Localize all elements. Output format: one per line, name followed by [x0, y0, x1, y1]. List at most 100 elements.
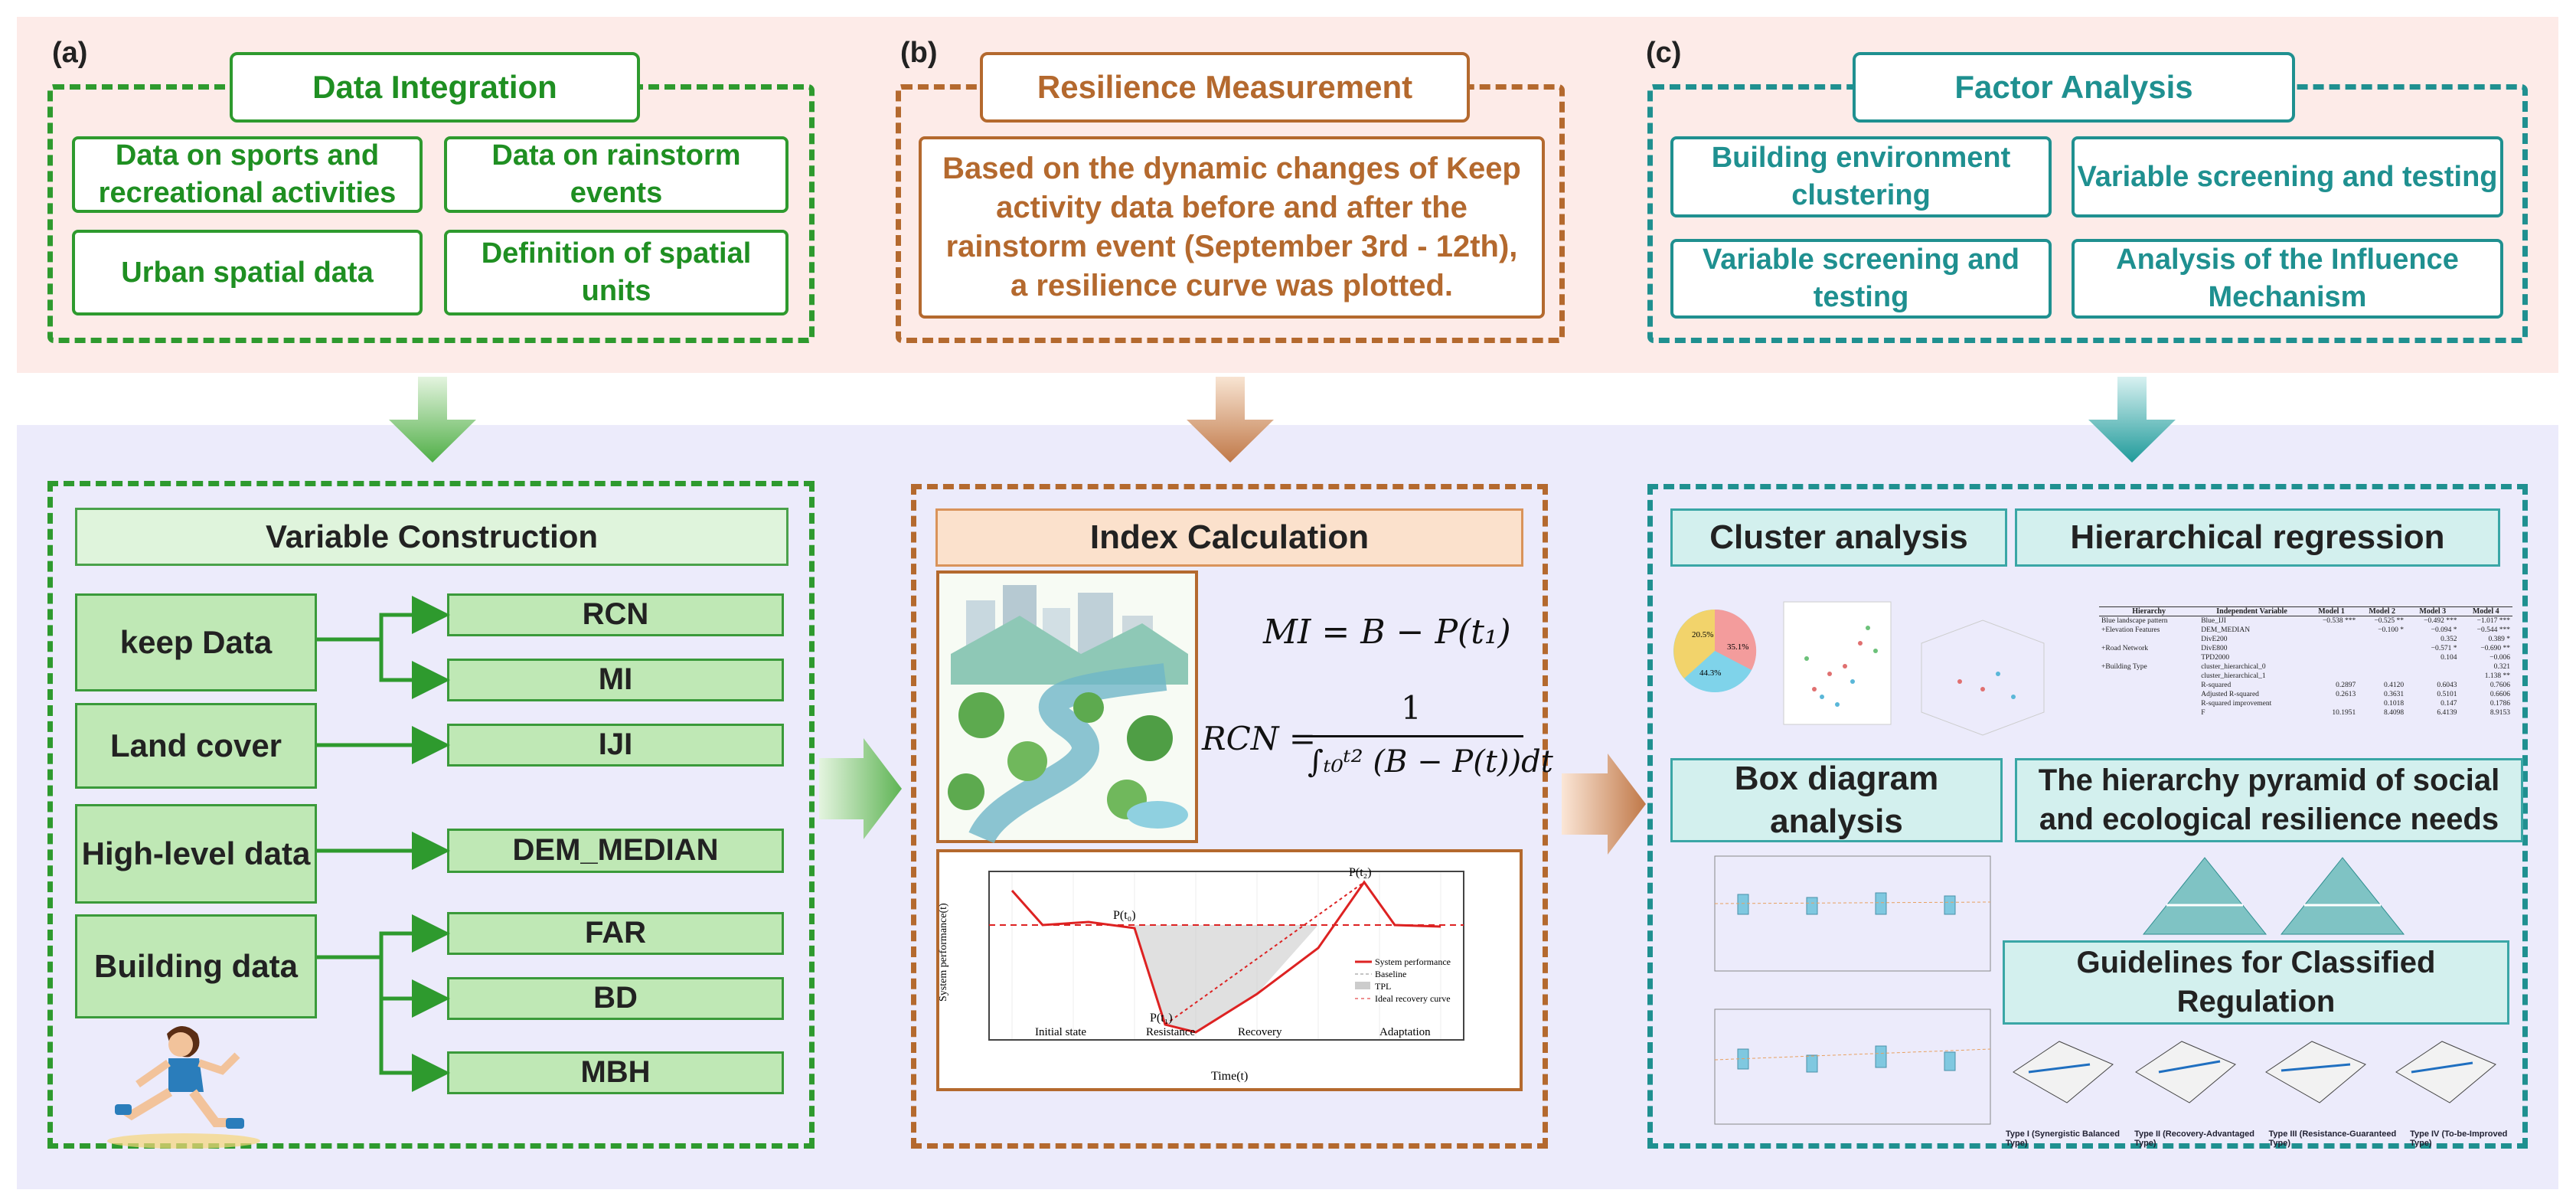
panel-b-title: Resilience Measurement	[980, 52, 1470, 123]
table-cell	[2099, 699, 2199, 708]
table-cell: −0.690 **	[2480, 645, 2510, 652]
formula-rcn-fraction-bar	[1301, 735, 1523, 737]
table-header-cell: Independent Variable	[2199, 606, 2305, 616]
panel-a-item-1: Data on sports and recreational activiti…	[72, 136, 423, 213]
var-rcn: RCN	[447, 593, 784, 636]
table-cell: R-squared improvement	[2201, 700, 2272, 708]
chart-phase-2: Resistance	[1146, 1026, 1195, 1038]
table-cell: +Elevation Features	[2101, 626, 2160, 634]
table-cell	[2099, 681, 2199, 690]
chart-xlabel: Time(t)	[1211, 1070, 1248, 1083]
table-cell	[2406, 672, 2459, 681]
panel-c-item-1: Building environment clustering	[1670, 136, 2052, 217]
arrow-b-down	[1187, 377, 1274, 463]
factor-analysis-frame	[1647, 484, 2528, 1149]
chart-legend-4: Ideal recovery curve	[1375, 993, 1451, 1004]
variable-construction-title: Variable Construction	[75, 508, 788, 566]
panel-b-label: (b)	[900, 37, 938, 69]
type-label-3: Type III (Resistance-Guaranteed Type)	[2268, 1129, 2397, 1148]
resilience-curve-chart: System performance(t) Time(t) Initial st…	[936, 849, 1523, 1091]
table-cell: +Building Type	[2101, 663, 2147, 671]
arrow-b-to-c	[1562, 754, 1646, 855]
table-header-cell: Hierarchy	[2099, 606, 2199, 616]
table-cell: 0.3631	[2383, 691, 2405, 698]
table-cell: 0.5101	[2437, 691, 2457, 698]
cluster-analysis-figures: 20.5% 35.1% 44.3%	[1673, 601, 2045, 736]
table-cell: 10.1951	[2332, 709, 2356, 717]
table-cell	[2305, 626, 2358, 635]
table-header-cell: Model 2	[2358, 606, 2407, 616]
var-dem-median: DEM_MEDIAN	[447, 829, 784, 873]
table-cell: Blue_IJI	[2201, 617, 2226, 625]
pie-label-1: 20.5%	[1692, 630, 1713, 639]
table-cell: −0.571 *	[2431, 645, 2457, 652]
chart-point-t2: P(t₂)	[1349, 866, 1372, 879]
panel-c-item-4: Analysis of the Influence Mechanism	[2072, 239, 2503, 319]
table-cell: 0.4120	[2383, 682, 2405, 689]
table-cell: −0.538 ***	[2322, 617, 2356, 625]
table-cell: −0.492 ***	[2424, 617, 2457, 625]
chart-legend-3: TPL	[1375, 981, 1391, 992]
table-cell: cluster_hierarchical_0	[2201, 663, 2266, 671]
table-cell: Adjusted R-squared	[2201, 691, 2259, 698]
table-cell	[2358, 672, 2406, 681]
table-cell	[2305, 644, 2358, 653]
table-cell: −0.094 *	[2431, 626, 2457, 634]
guidelines-title: Guidelines for Classified Regulation	[2003, 940, 2509, 1025]
table-cell	[2358, 635, 2406, 644]
table-cell: −0.525 **	[2374, 617, 2405, 625]
panel-b-description: Based on the dynamic changes of Keep act…	[919, 136, 1545, 319]
panel-a-title: Data Integration	[230, 52, 640, 123]
var-mi: MI	[447, 659, 784, 701]
chart-legend-2: Baseline	[1375, 969, 1406, 979]
table-cell: 0.6043	[2437, 682, 2457, 689]
table-cell: +Road Network	[2101, 645, 2149, 652]
formula-mi: MI = B − P(t₁)	[1263, 613, 1511, 652]
var-iji: IJI	[447, 724, 784, 767]
pie-label-3: 44.3%	[1699, 669, 1721, 678]
table-header-cell: Model 4	[2459, 606, 2512, 616]
chart-phase-3: Recovery	[1238, 1026, 1282, 1038]
hierarchical-regression-title: Hierarchical regression	[2015, 508, 2500, 567]
formula-rcn-numerator: 1	[1401, 689, 1422, 727]
formula-rcn-lhs: RCN =	[1202, 720, 1317, 757]
chart-ylabel: System performance(t)	[938, 903, 949, 1002]
arrow-c-down	[2088, 377, 2176, 463]
table-cell	[2358, 653, 2406, 662]
table-cell: −0.544 ***	[2476, 626, 2510, 634]
group-high-level-data: High-level data	[75, 804, 317, 904]
table-cell: 0.104	[2441, 654, 2457, 662]
table-cell	[2358, 662, 2406, 672]
var-far: FAR	[447, 912, 784, 955]
box-diagram-title: Box diagram analysis	[1670, 758, 2003, 842]
pyramid-title: The hierarchy pyramid of social and ecol…	[2015, 758, 2523, 842]
table-cell	[2305, 635, 2358, 644]
table-cell: 0.7606	[2489, 682, 2510, 689]
table-cell: TPD2000	[2201, 654, 2230, 662]
index-calculation-title: Index Calculation	[935, 508, 1523, 567]
table-cell: 0.2897	[2336, 682, 2356, 689]
table-cell: 0.147	[2441, 700, 2457, 708]
table-cell	[2099, 690, 2199, 699]
table-cell: F	[2201, 709, 2205, 717]
table-cell	[2099, 672, 2199, 681]
chart-phase-4: Adaptation	[1379, 1026, 1431, 1038]
panel-c-label: (c)	[1646, 37, 1682, 69]
table-cell: 6.4139	[2437, 709, 2457, 717]
panel-a-item-3: Urban spatial data	[72, 230, 423, 315]
index-calculation-frame	[911, 484, 1548, 1149]
panel-a-item-2: Data on rainstorm events	[444, 136, 788, 213]
table-cell	[2358, 644, 2406, 653]
table-cell: 0.352	[2441, 636, 2457, 643]
table-cell: 0.2613	[2336, 691, 2356, 698]
table-cell: 0.6606	[2489, 691, 2510, 698]
box-diagram-figures	[1714, 855, 1991, 1125]
